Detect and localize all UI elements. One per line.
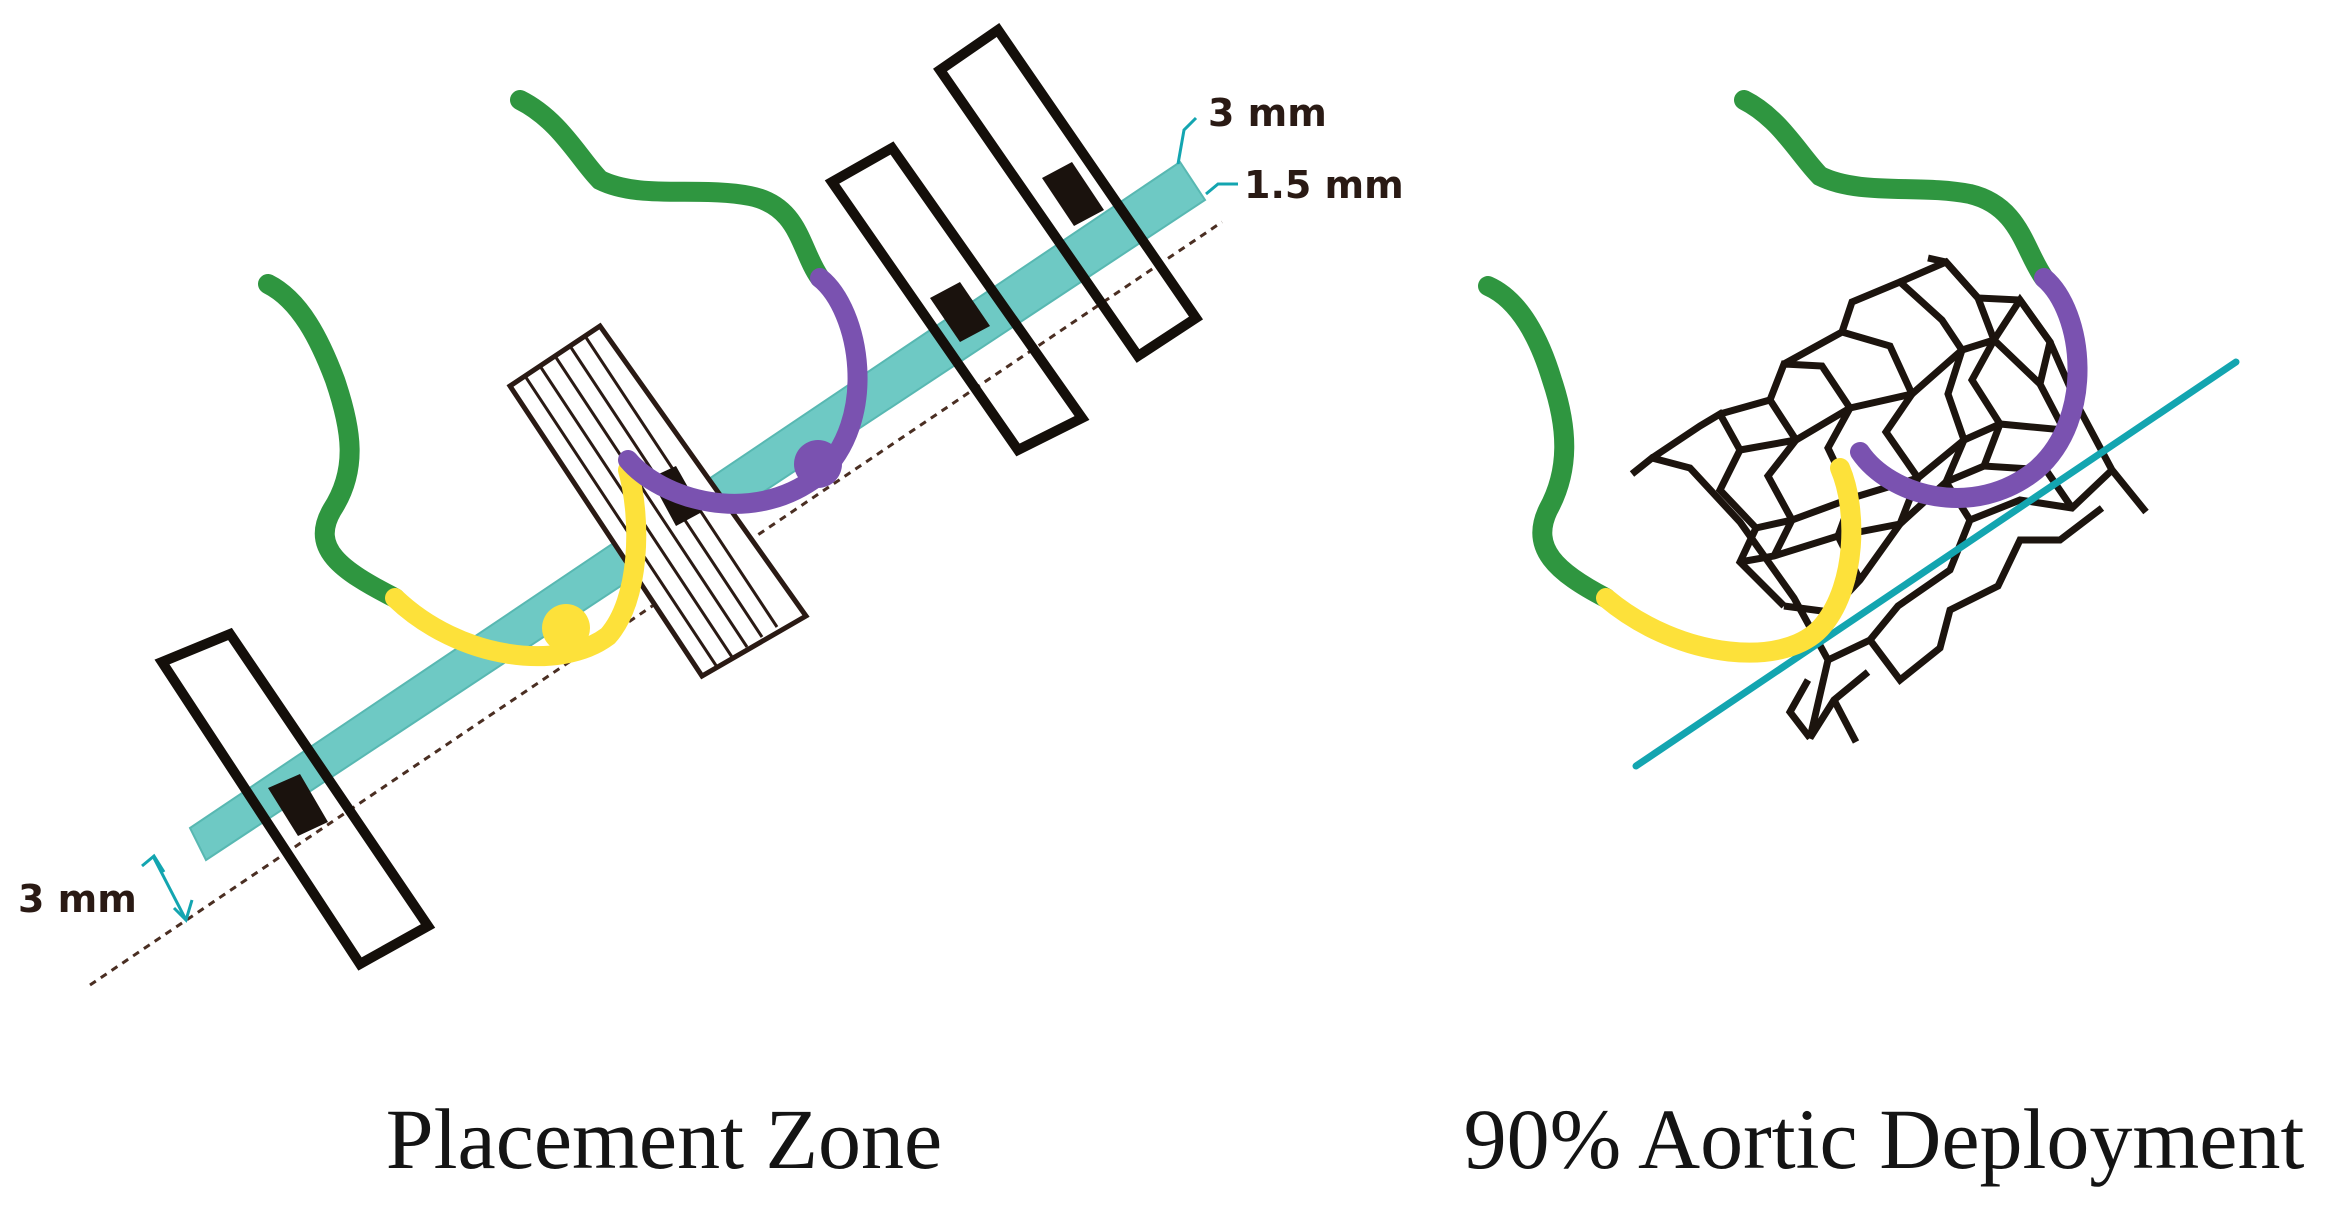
- stent-strut-lower: [154, 627, 436, 971]
- placement-zone-panel: 3 mm 1.5 mm 3 mm Placement Zone: [18, 23, 1404, 1187]
- dim-label-top-3mm: 3 mm: [1208, 91, 1327, 135]
- cusp-left-green: [258, 274, 405, 608]
- cusp-left-nadir-dot: [542, 604, 590, 652]
- deploy-cusp-left-yellow: [1596, 458, 1862, 663]
- dim-label-bottom-3mm: 3 mm: [18, 877, 137, 921]
- stent-strut-middle: [824, 141, 1090, 457]
- caption-placement-zone: Placement Zone: [386, 1091, 942, 1187]
- aortic-deployment-panel: 90% Aortic Deployment: [1464, 90, 2305, 1187]
- dim-top-3mm: 3 mm: [1176, 91, 1327, 165]
- cusp-upper-nadir-dot: [794, 440, 842, 488]
- deployment-guide-line: [1632, 358, 2240, 770]
- dim-label-top-1_5mm: 1.5 mm: [1244, 163, 1404, 207]
- stent-strut-upper: [933, 23, 1204, 363]
- deploy-cusp-upper-green: [1734, 90, 2054, 288]
- deploy-cusp-left-green: [1478, 276, 1616, 608]
- cusp-upper-green: [510, 90, 830, 288]
- dim-bottom-3mm: 3 mm: [18, 853, 194, 923]
- deploy-cusp-upper-purple: [1850, 268, 2088, 508]
- caption-aortic-deployment: 90% Aortic Deployment: [1464, 1091, 2305, 1187]
- dim-top-1_5mm: 1.5 mm: [1205, 163, 1404, 207]
- cusp-left-yellow: [385, 460, 647, 667]
